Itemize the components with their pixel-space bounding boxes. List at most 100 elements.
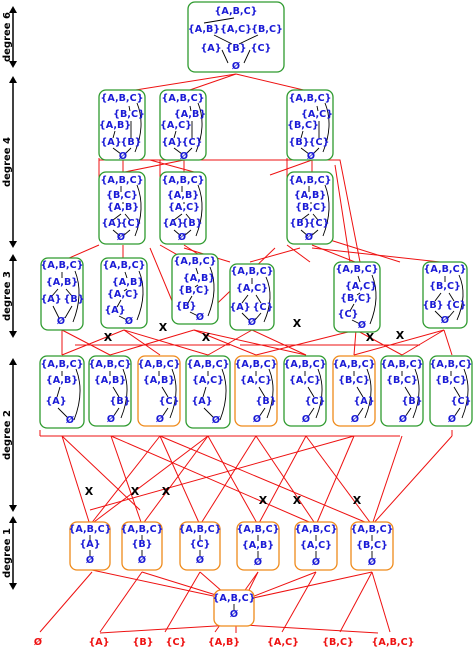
lattice-box-d3-3: {A,B,C}{A,B}{B,C}{B}Ø	[171, 253, 219, 325]
lattice-box-frame	[380, 355, 424, 427]
set-label: Ø	[307, 150, 315, 162]
lattice-box-frame	[137, 355, 181, 427]
lattice-box-frame	[332, 355, 376, 427]
set-label: {A,B}	[46, 375, 78, 386]
set-label: {A,C}	[300, 540, 332, 551]
set-label: {A,B,C}	[284, 359, 327, 370]
degree-label: degree 2	[2, 410, 13, 460]
set-label: {A,B}	[242, 540, 274, 551]
lattice-box-d3-2: {A,B,C}{A,B}{A,C}{A}Ø	[100, 257, 148, 329]
set-label: {B,C}	[106, 190, 138, 201]
set-label: {C}	[309, 218, 330, 229]
subset-label: {A,B}	[208, 637, 240, 648]
set-label: {A,B}	[183, 273, 215, 284]
set-label: {A,B,C}	[162, 93, 205, 104]
cross-mark: X	[159, 321, 168, 334]
set-label: {A,B,C}	[231, 266, 274, 277]
degree-axis-arrow: degree 2	[2, 358, 17, 512]
set-label: {A}	[104, 305, 125, 316]
set-label: {C}	[182, 137, 203, 148]
set-label: {A,B,C}	[295, 524, 338, 535]
set-label: Ø	[57, 315, 65, 327]
set-label: Ø	[156, 413, 164, 425]
set-label: {A,B,C}	[121, 524, 164, 535]
set-label: {C}	[159, 396, 180, 407]
set-label: {A}	[100, 137, 121, 148]
set-label: {B}	[110, 396, 131, 407]
lattice-box-frame	[350, 521, 394, 571]
cross-mark: X	[202, 331, 211, 344]
degree-axis: degree 6 degree 4 degree 3 degree 2 degree 1	[2, 6, 17, 590]
lattice-box-frame	[236, 521, 280, 571]
degree-label: degree 6	[2, 12, 13, 62]
lattice-box-d2-2: {A,B,C}{A,B}{B}Ø	[88, 355, 132, 427]
set-label: {A}	[353, 396, 374, 407]
degree-label: degree 3	[2, 271, 13, 321]
set-label: {B,C}	[435, 375, 467, 386]
lattice-box-d2-8: {A,B,C} {B,C} {B} Ø	[380, 355, 424, 427]
set-label: {A,B}	[112, 277, 144, 288]
set-label: Ø	[448, 413, 456, 425]
set-label: {A,B}	[143, 375, 175, 386]
set-label: {A,B,C}	[381, 359, 424, 370]
set-label: Ø	[125, 315, 133, 327]
set-label: {B,C}	[178, 285, 210, 296]
set-label: {B,C}	[386, 375, 418, 386]
set-label: {A,B,C}	[333, 359, 376, 370]
lattice-box-d1-3: {A,B,C}{C}Ø	[179, 521, 222, 571]
lattice-box-frame	[98, 89, 146, 161]
set-label: {B}	[256, 396, 277, 407]
set-label: {A}	[79, 539, 100, 550]
degree-label: degree 1	[2, 528, 13, 578]
lattice-box-d1-2: {A,B,C}{B}Ø	[121, 521, 164, 571]
set-label: {A,B}	[294, 190, 326, 201]
cross-mark: X	[293, 494, 302, 507]
cross-mark: X	[162, 485, 171, 498]
set-label: {A,B,C}	[103, 260, 146, 271]
lattice-box-d4-r2-3: {A,B,C}{A,B}{B,C}{B}{C}Ø	[286, 171, 334, 245]
set-label: Ø	[399, 413, 407, 425]
lattice-box-frame	[40, 257, 84, 331]
set-label: {A,B,C}	[424, 264, 467, 275]
set-label: {B}	[402, 396, 423, 407]
lattice-box-degree6: {A,B,C}{A,B}{A,C}{B,C}{A}{B}{C}Ø	[187, 1, 285, 73]
set-label: {A,B,C}	[179, 524, 222, 535]
lattice-box-d1-6: {A,B,C}{B,C}Ø	[350, 521, 394, 571]
lattice-box-d2-4: {A,B,C}{A,C}{A}Ø	[185, 355, 231, 429]
set-label: {B}	[423, 300, 444, 311]
lattice-box-frame	[171, 253, 219, 325]
set-label: {A,B,C}	[101, 175, 144, 186]
lattice-box-frame	[121, 521, 163, 571]
lattice-box-frame	[179, 521, 221, 571]
subset-label: {C}	[166, 637, 187, 648]
set-label: {A,B,C}	[41, 359, 84, 370]
set-label: Ø	[107, 413, 115, 425]
subset-label: {A}	[88, 637, 109, 648]
set-label: {A,B}	[99, 120, 131, 131]
subset-label: {B,C}	[322, 637, 354, 648]
lattice-box-d2-5: {A,B,C}{A,C}{B}Ø	[234, 355, 278, 427]
lattice-box-d3-6: {A,B,C}{B,C}{B}{C}Ø	[422, 261, 468, 329]
set-label: {A,B,C}	[174, 256, 217, 267]
degree-label: degree 4	[2, 137, 13, 187]
lattice-box-d4-r1-1: {A,B,C}{B,C}{A,B}{A}{B}Ø	[98, 89, 146, 162]
set-label: Ø	[441, 314, 449, 326]
lattice-box-frame	[159, 89, 207, 161]
set-label: Ø	[66, 414, 74, 426]
set-label: {A,B,C}	[289, 175, 332, 186]
set-label: {A}	[161, 137, 182, 148]
set-label: {B}	[132, 539, 153, 550]
set-label: {A,C}	[168, 202, 200, 213]
subset-label: Ø	[34, 636, 42, 648]
lattice-box-d1-1: {A,B,C}{A}Ø	[69, 521, 111, 571]
lattice-box-frame	[185, 355, 231, 429]
set-label: {C}	[251, 43, 272, 54]
lattice-box-frame	[429, 355, 473, 427]
lattice-box-frame	[98, 171, 146, 245]
cross-mark: X	[396, 329, 405, 342]
set-label: {A,C}	[192, 375, 224, 386]
lattice-box-d2-9: {A,B,C}{B,C}{C}Ø	[429, 355, 473, 427]
lattice-box-frame	[159, 171, 207, 245]
set-label: {A,C}	[301, 109, 333, 120]
set-label: {A}	[162, 218, 183, 229]
